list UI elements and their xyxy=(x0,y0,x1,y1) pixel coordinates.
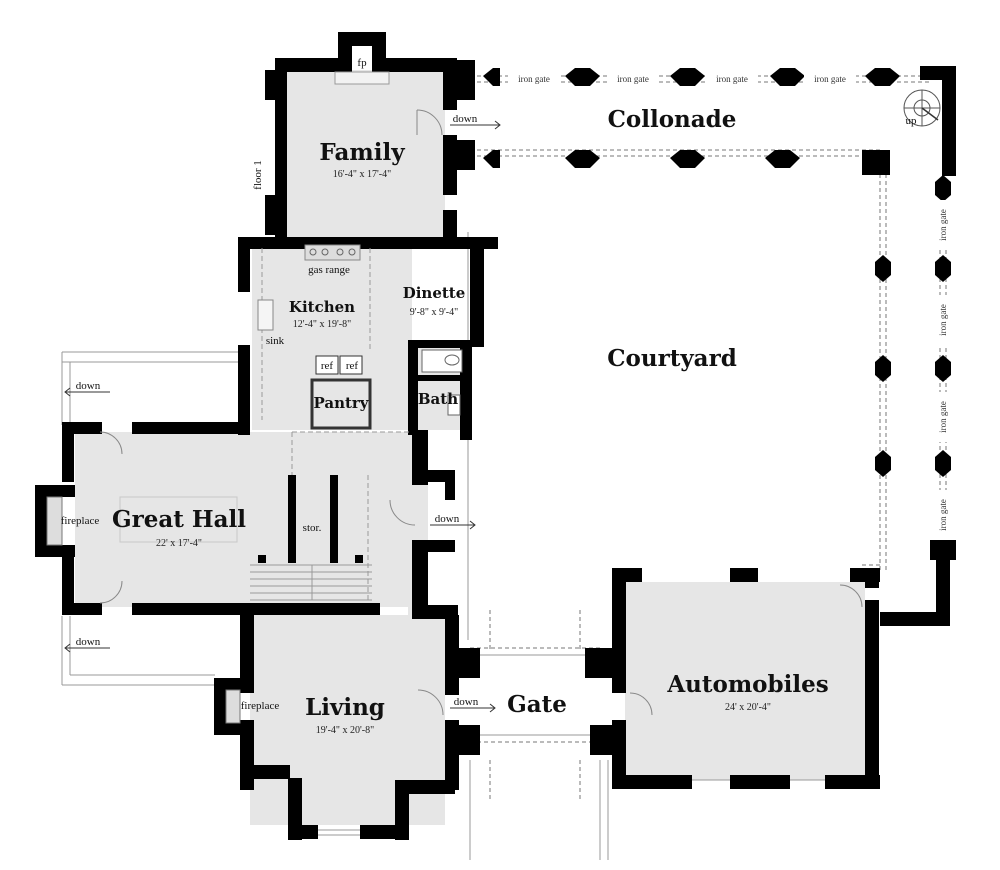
iron-gate-labels: iron gate iron gate iron gate iron gate … xyxy=(508,73,949,540)
ref-label-1: ref xyxy=(321,360,334,372)
fireplace-label-2: fireplace xyxy=(241,700,280,712)
fixtures xyxy=(46,71,941,836)
great-hall-label: Great Hall xyxy=(112,506,246,533)
gas-range-label: gas range xyxy=(308,264,350,276)
gate-label: Gate xyxy=(507,691,567,718)
kitchen-label: Kitchen xyxy=(289,298,355,316)
family-dims: 16'-4" x 17'-4" xyxy=(333,169,391,180)
room-labels: Family 16'-4" x 17'-4" Kitchen 12'-4" x … xyxy=(112,106,829,736)
iron-gate-label-7: iron gate xyxy=(938,401,948,433)
walls xyxy=(35,32,956,840)
iron-gate-label-4: iron gate xyxy=(814,74,846,84)
floor-label: floor 1 xyxy=(252,160,264,190)
iron-gate-label-6: iron gate xyxy=(938,304,948,336)
iron-gate-label-8: iron gate xyxy=(938,499,948,531)
dinette-label: Dinette xyxy=(403,284,466,302)
down-label-2: down xyxy=(76,380,101,392)
small-labels: fp floor 1 gas range sink ref ref stor. … xyxy=(61,57,917,712)
down-label-4: down xyxy=(435,513,460,525)
iron-gate-label-5: iron gate xyxy=(938,209,948,241)
up-label: up xyxy=(906,115,918,127)
courtyard-label: Courtyard xyxy=(607,345,737,372)
fireplace-label-1: fireplace xyxy=(61,515,100,527)
down-label-1: down xyxy=(453,113,478,125)
iron-gate-label-1: iron gate xyxy=(518,74,550,84)
automobiles-dims: 24' x 20'-4" xyxy=(725,702,771,713)
ref-label-2: ref xyxy=(346,360,359,372)
bath-label: Bath xyxy=(418,390,458,408)
family-label: Family xyxy=(319,139,405,166)
spiral-stair xyxy=(903,89,941,127)
pantry-label: Pantry xyxy=(313,394,369,412)
iron-gate-label-3: iron gate xyxy=(716,74,748,84)
kitchen-dims: 12'-4" x 19'-8" xyxy=(293,319,351,330)
down-arrows xyxy=(64,120,501,713)
down-label-5: down xyxy=(454,696,479,708)
stairs xyxy=(250,431,412,601)
living-dims: 19'-4" x 20'-8" xyxy=(316,725,374,736)
stor-label: stor. xyxy=(303,522,322,534)
living-label: Living xyxy=(305,694,385,721)
columns xyxy=(483,68,951,582)
automobiles-label: Automobiles xyxy=(666,671,828,698)
collonade-label: Collonade xyxy=(608,106,737,133)
great-hall-dims: 22' x 17'-4" xyxy=(156,538,202,549)
fp-label: fp xyxy=(357,57,367,69)
dinette-dims: 9'-8" x 9'-4" xyxy=(410,307,458,318)
sink-label: sink xyxy=(266,335,285,347)
down-label-3: down xyxy=(76,636,101,648)
iron-gate-label-2: iron gate xyxy=(617,74,649,84)
